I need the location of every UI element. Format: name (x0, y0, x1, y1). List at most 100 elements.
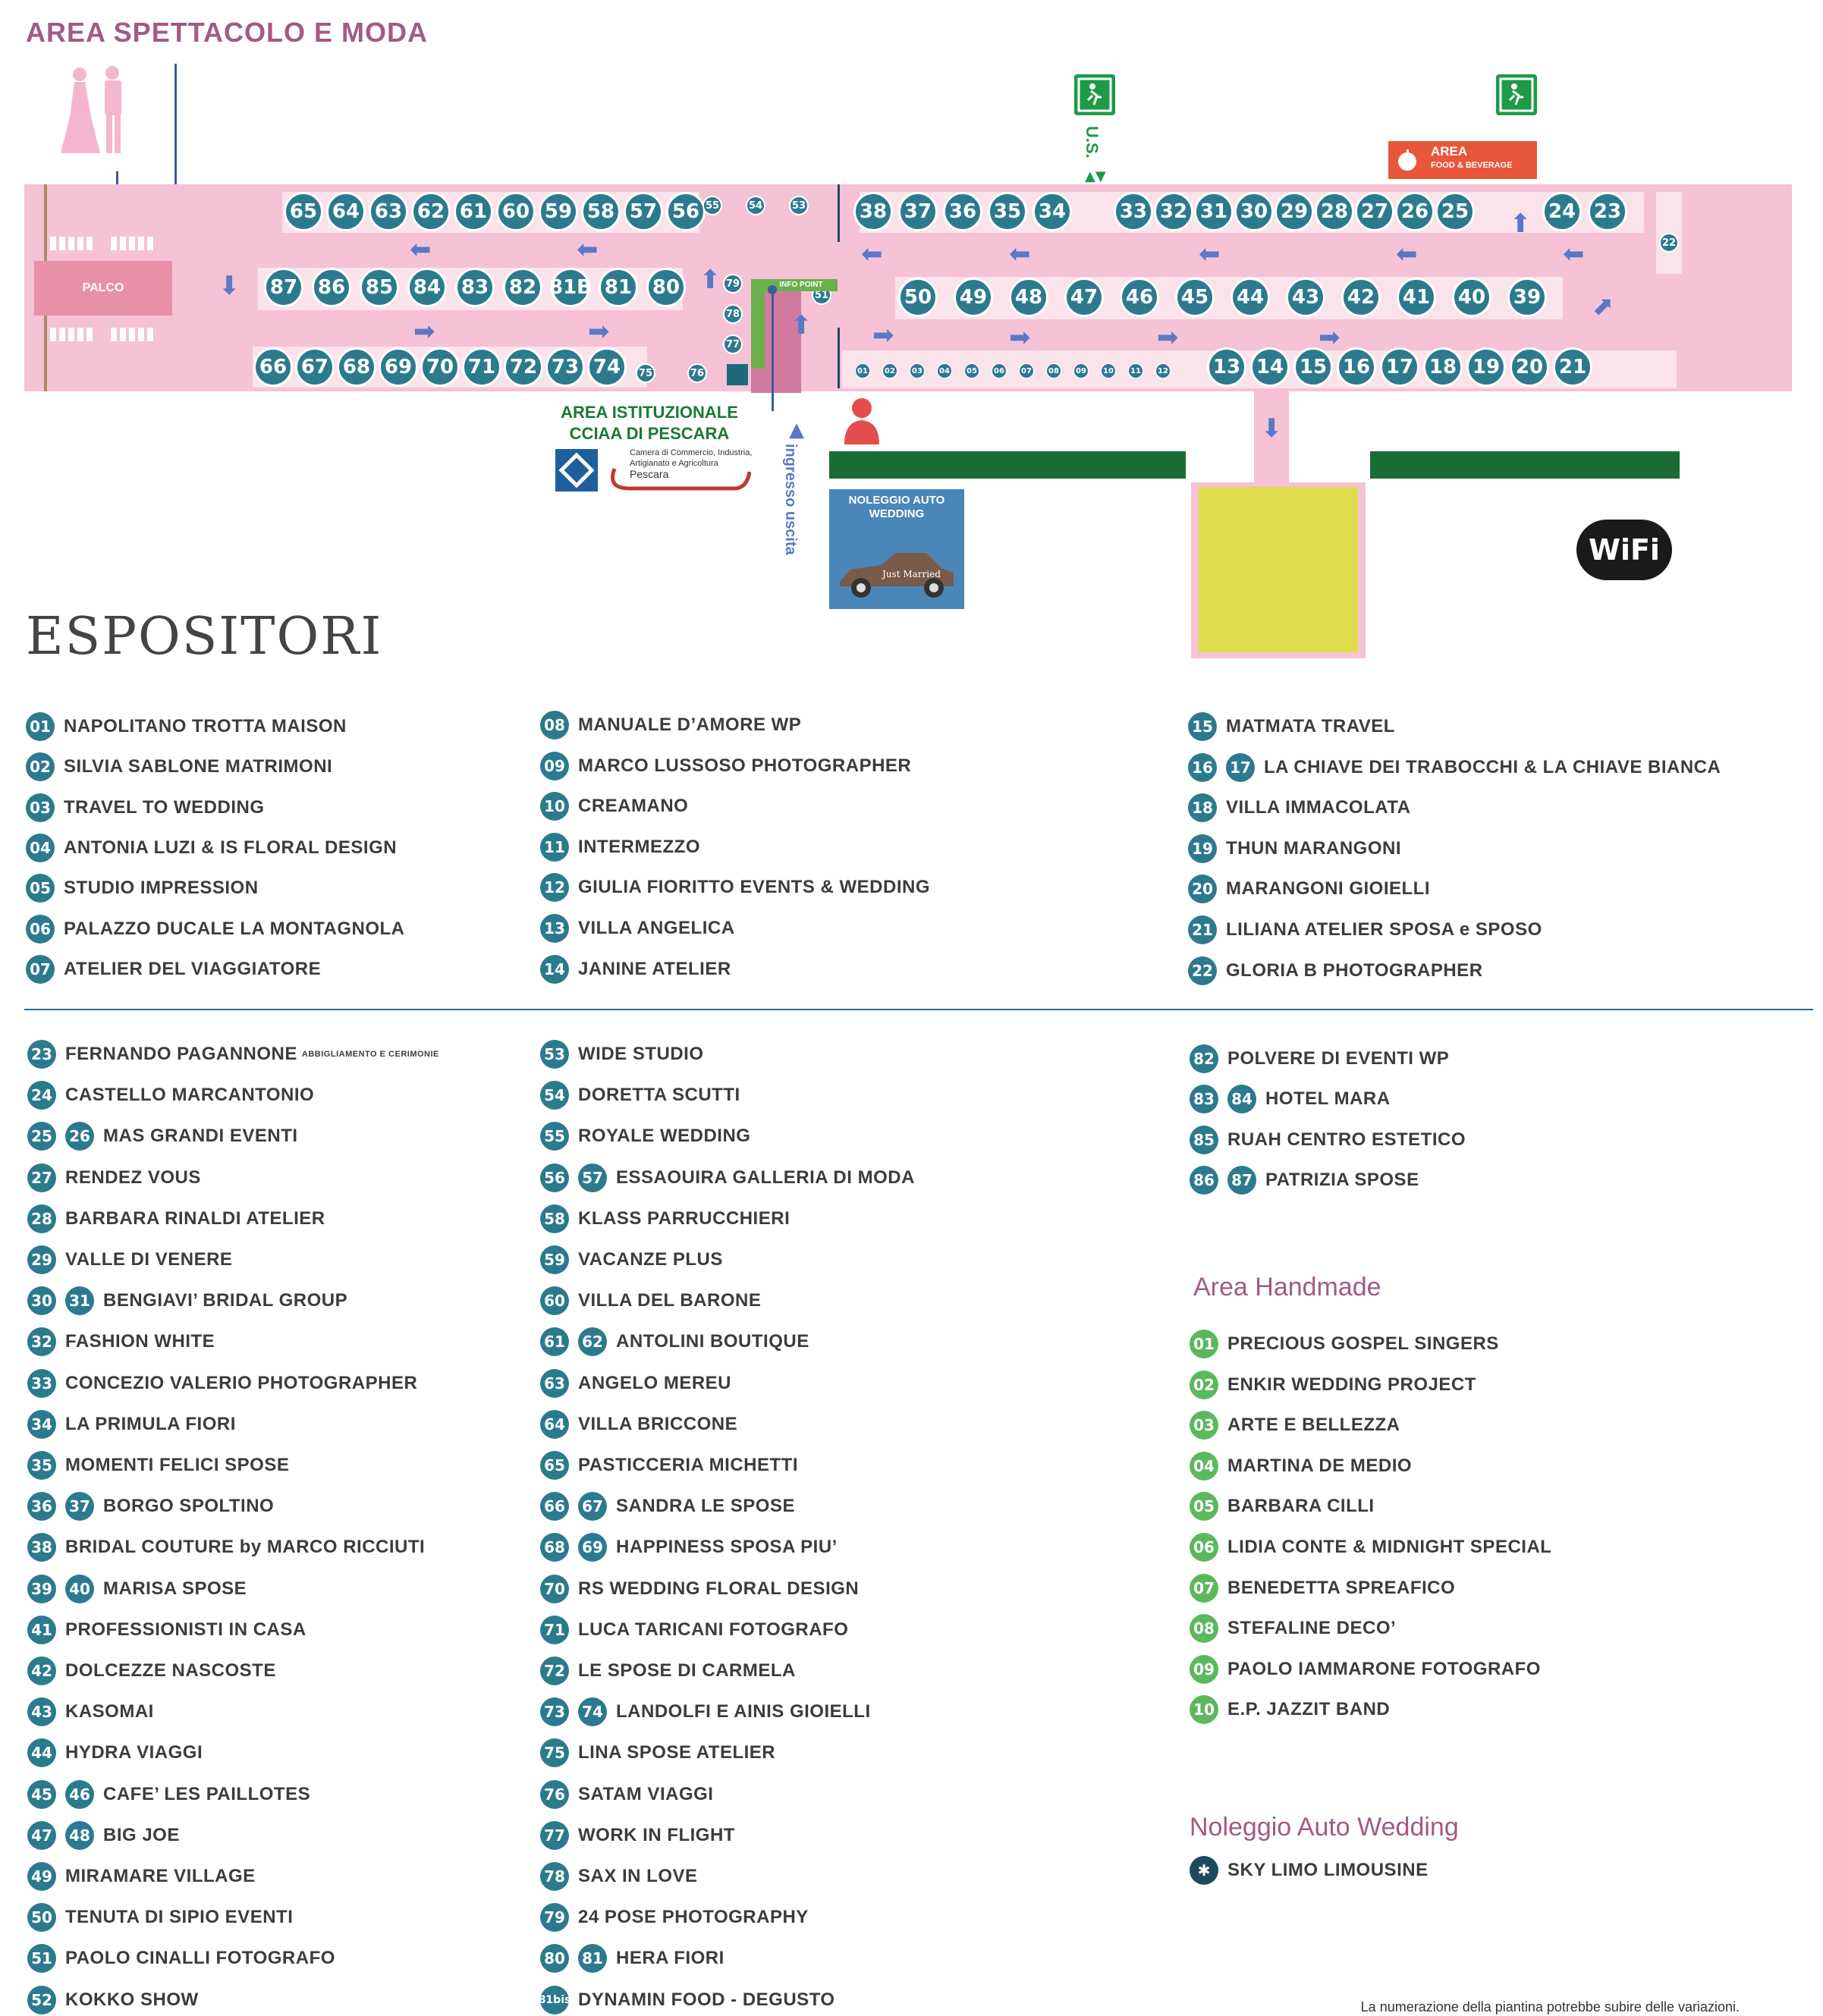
apple-icon (1398, 149, 1416, 171)
booth-71[interactable]: 71 (462, 347, 501, 387)
booth-85[interactable]: 85 (360, 268, 399, 307)
booth-78[interactable]: 78 (723, 304, 743, 324)
booth-27[interactable]: 27 (1355, 192, 1394, 231)
exhibitor-name: JANINE ATELIER (578, 958, 731, 979)
booth-81B[interactable]: 81B (549, 268, 592, 307)
us-arrow-icon: ▲▼ (1085, 168, 1106, 184)
booth-41[interactable]: 41 (1397, 278, 1436, 317)
booth-04[interactable]: 04 (937, 363, 952, 378)
booth-26[interactable]: 26 (1395, 192, 1435, 231)
booth-80[interactable]: 80 (646, 268, 686, 307)
booth-74[interactable]: 74 (587, 347, 627, 387)
booth-25[interactable]: 25 (1435, 192, 1475, 231)
booth-06[interactable]: 06 (992, 363, 1007, 378)
booth-63[interactable]: 63 (369, 192, 408, 231)
booth-56[interactable]: 56 (666, 192, 706, 231)
booth-02[interactable]: 02 (882, 363, 897, 378)
booth-66[interactable]: 66 (253, 347, 293, 387)
booth-22[interactable]: 22 (1659, 233, 1679, 253)
booth-number-badge: 16 (1188, 752, 1217, 782)
booth-77[interactable]: 77 (723, 334, 743, 354)
booth-48[interactable]: 48 (1009, 278, 1048, 317)
booth-21[interactable]: 21 (1553, 347, 1592, 387)
booth-33[interactable]: 33 (1114, 192, 1153, 231)
booth-29[interactable]: 29 (1275, 192, 1314, 231)
booth-09[interactable]: 09 (1073, 363, 1089, 378)
booth-81[interactable]: 81 (599, 268, 638, 307)
booth-67[interactable]: 67 (295, 347, 335, 387)
booth-49[interactable]: 49 (954, 278, 993, 317)
booth-43[interactable]: 43 (1286, 278, 1325, 317)
booth-83[interactable]: 83 (455, 268, 495, 307)
booth-20[interactable]: 20 (1510, 347, 1549, 387)
booth-87[interactable]: 87 (264, 268, 303, 307)
booth-65[interactable]: 65 (284, 192, 323, 231)
exhibitor-name: BARBARA RINALDI ATELIER (65, 1207, 325, 1229)
booth-64[interactable]: 64 (326, 192, 366, 231)
booth-82[interactable]: 82 (503, 268, 542, 307)
booth-58[interactable]: 58 (581, 192, 621, 231)
booth-84[interactable]: 84 (407, 268, 447, 307)
booth-50[interactable]: 50 (898, 278, 938, 317)
booth-10[interactable]: 10 (1101, 363, 1116, 378)
booth-53[interactable]: 53 (789, 196, 809, 215)
booth-70[interactable]: 70 (420, 347, 460, 387)
booth-14[interactable]: 14 (1250, 347, 1290, 387)
booth-37[interactable]: 37 (898, 192, 938, 231)
exhibitor-name: INTERMEZZO (578, 836, 700, 857)
exhibitor-name: TRAVEL TO WEDDING (64, 796, 265, 818)
booth-61[interactable]: 61 (454, 192, 493, 231)
booth-38[interactable]: 38 (853, 192, 893, 231)
booth-86[interactable]: 86 (312, 268, 351, 307)
booth-32[interactable]: 32 (1154, 192, 1193, 231)
booth-62[interactable]: 62 (411, 192, 451, 231)
booth-08[interactable]: 08 (1046, 363, 1061, 378)
booth-24[interactable]: 24 (1542, 192, 1582, 231)
booth-30[interactable]: 30 (1234, 192, 1274, 231)
booth-31[interactable]: 31 (1194, 192, 1234, 231)
booth-44[interactable]: 44 (1231, 278, 1270, 317)
booth-39[interactable]: 39 (1507, 278, 1547, 317)
booth-13[interactable]: 13 (1207, 347, 1246, 387)
booth-07[interactable]: 07 (1019, 363, 1034, 378)
booth-75[interactable]: 75 (636, 363, 655, 383)
booth-11[interactable]: 11 (1128, 363, 1143, 378)
booth-05[interactable]: 05 (964, 363, 979, 378)
booth-40[interactable]: 40 (1452, 278, 1491, 317)
direction-arrow-icon: ➡ (1319, 322, 1341, 353)
booth-57[interactable]: 57 (624, 192, 663, 231)
booth-01[interactable]: 01 (855, 363, 870, 378)
booth-18[interactable]: 18 (1423, 347, 1463, 387)
booth-15[interactable]: 15 (1293, 347, 1333, 387)
booth-59[interactable]: 59 (539, 192, 578, 231)
booth-28[interactable]: 28 (1315, 192, 1354, 231)
booth-16[interactable]: 16 (1337, 347, 1376, 387)
booth-number-badge: 26 (65, 1122, 94, 1151)
booth-34[interactable]: 34 (1033, 192, 1072, 231)
booth-69[interactable]: 69 (379, 347, 418, 387)
booth-35[interactable]: 35 (988, 192, 1027, 231)
booth-number-badge: 40 (65, 1574, 94, 1603)
food-beverage-area: AREA FOOD & BEVERAGE (1388, 141, 1537, 179)
booth-17[interactable]: 17 (1380, 347, 1419, 387)
booth-54[interactable]: 54 (746, 196, 765, 215)
booth-60[interactable]: 60 (496, 192, 536, 231)
booth-45[interactable]: 45 (1175, 278, 1215, 317)
booth-47[interactable]: 47 (1064, 278, 1104, 317)
booth-19[interactable]: 19 (1466, 347, 1506, 387)
booth-55[interactable]: 55 (702, 196, 722, 215)
chamber-swoosh-icon (611, 468, 751, 491)
booth-12[interactable]: 12 (1155, 363, 1171, 378)
booth-36[interactable]: 36 (943, 192, 982, 231)
booth-42[interactable]: 42 (1341, 278, 1381, 317)
booth-79[interactable]: 79 (723, 274, 743, 294)
booth-73[interactable]: 73 (545, 347, 585, 387)
booth-23[interactable]: 23 (1588, 192, 1627, 231)
booth-03[interactable]: 03 (910, 363, 925, 378)
booth-76[interactable]: 76 (687, 363, 707, 383)
exhibitor-name: HOTEL MARA (1265, 1088, 1391, 1110)
booth-72[interactable]: 72 (504, 347, 543, 387)
booth-46[interactable]: 46 (1120, 278, 1159, 317)
booth-68[interactable]: 68 (337, 347, 376, 387)
